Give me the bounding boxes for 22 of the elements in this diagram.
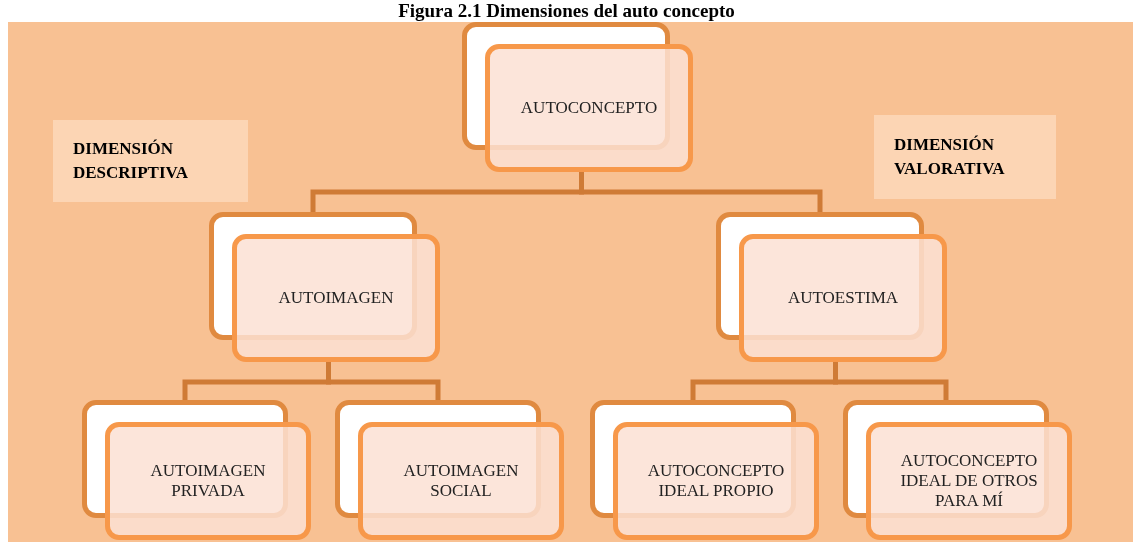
- dimension-label: DIMENSIÓN DESCRIPTIVA: [73, 138, 189, 184]
- stacked-card: [590, 400, 819, 540]
- node-text: AUTOESTIMA: [787, 288, 899, 308]
- connector-line: [579, 172, 823, 212]
- stacked-card: [82, 400, 311, 540]
- stacked-card: [462, 22, 693, 172]
- connector-line: [833, 362, 949, 400]
- node-text: AUTOCONCEPTO IDEAL PROPIO: [646, 461, 786, 501]
- node-text: AUTOCONCEPTO IDEAL DE OTROS PARA MÍ: [899, 451, 1039, 511]
- dimension-label: DIMENSIÓN VALORATIVA: [894, 134, 1006, 180]
- stacked-card: [335, 400, 564, 540]
- label-box: [53, 120, 248, 202]
- node-text: AUTOIMAGEN PRIVADA: [149, 461, 267, 501]
- node-text: AUTOIMAGEN: [278, 288, 394, 308]
- node-text: AUTOCONCEPTO: [520, 98, 658, 118]
- label-box: [874, 115, 1056, 199]
- node-text: AUTOIMAGEN SOCIAL: [402, 461, 520, 501]
- connector-line: [326, 362, 441, 400]
- figure-title: Figura 2.1 Dimensiones del auto concepto: [398, 0, 735, 22]
- stacked-card: [716, 212, 947, 362]
- stacked-card: [843, 400, 1072, 540]
- stacked-card: [209, 212, 440, 362]
